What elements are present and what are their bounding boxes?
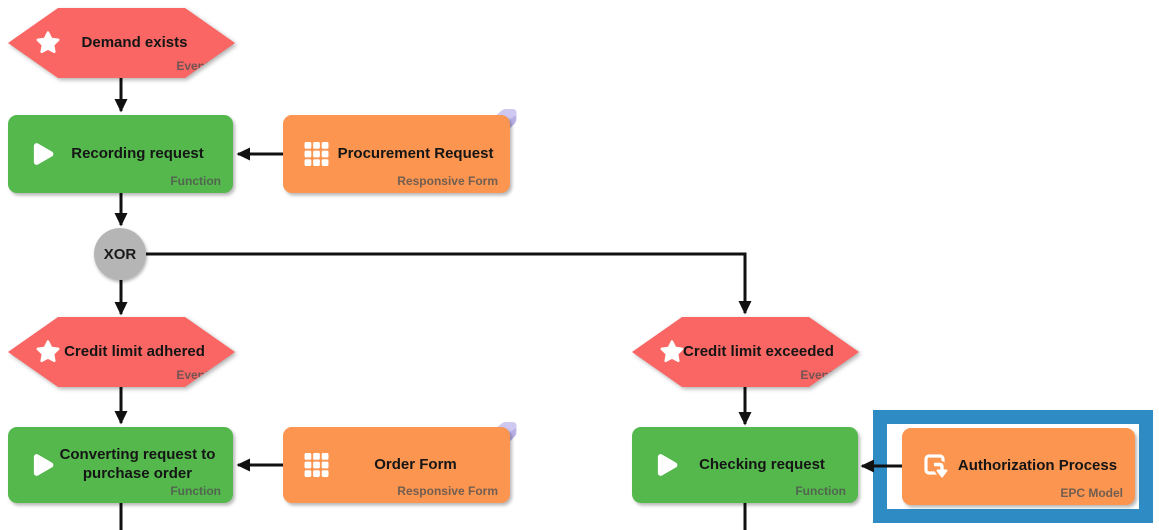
play-icon bbox=[29, 452, 55, 478]
play-icon bbox=[29, 141, 55, 167]
node-type-label: Function bbox=[170, 174, 221, 188]
subprocess-icon bbox=[923, 453, 951, 481]
node-label: Authorization Process bbox=[957, 457, 1118, 475]
edge-xor-to-exceeded bbox=[146, 252, 752, 315]
form-order-form[interactable]: Order Form Responsive Form bbox=[283, 427, 510, 503]
star-icon bbox=[35, 339, 61, 365]
play-icon bbox=[653, 452, 679, 478]
node-type-label: Function bbox=[170, 484, 221, 498]
grid-icon bbox=[304, 142, 329, 167]
node-label: Demand exists bbox=[81, 33, 188, 51]
node-type-label: Event bbox=[800, 368, 833, 382]
node-type-label: EPC Model bbox=[1060, 486, 1123, 500]
node-type-label: Function bbox=[795, 484, 846, 498]
xor-connector[interactable]: XOR bbox=[94, 228, 146, 280]
node-label: Checking request bbox=[699, 455, 825, 473]
function-checking-request[interactable]: Checking request Function bbox=[632, 427, 858, 503]
xor-label: XOR bbox=[103, 245, 137, 263]
node-label: Converting request to purchase order bbox=[59, 446, 216, 482]
event-credit-limit-adhered[interactable]: Credit limit adhered Event bbox=[8, 317, 235, 387]
event-credit-limit-exceeded[interactable]: Credit limit exceeded Event bbox=[632, 317, 859, 387]
node-label: Procurement Request bbox=[337, 144, 494, 162]
star-icon bbox=[35, 30, 61, 56]
node-type-label: Event bbox=[176, 368, 209, 382]
event-demand-exists[interactable]: Demand exists Event bbox=[8, 8, 235, 78]
node-label: Order Form bbox=[374, 455, 457, 473]
form-procurement-request[interactable]: Procurement Request Responsive Form bbox=[283, 115, 510, 193]
node-type-label: Responsive Form bbox=[397, 174, 498, 188]
node-type-label: Event bbox=[176, 59, 209, 73]
star-icon bbox=[659, 339, 685, 365]
node-label: Recording request bbox=[71, 144, 204, 162]
epc-model-authorization-process[interactable]: Authorization Process EPC Model bbox=[902, 428, 1135, 505]
node-label: Credit limit adhered bbox=[64, 342, 205, 360]
node-label: Credit limit exceeded bbox=[683, 342, 834, 360]
node-type-label: Responsive Form bbox=[397, 484, 498, 498]
function-recording-request[interactable]: Recording request Function bbox=[8, 115, 233, 193]
grid-icon bbox=[304, 453, 329, 478]
function-converting-request[interactable]: Converting request to purchase order Fun… bbox=[8, 427, 233, 503]
